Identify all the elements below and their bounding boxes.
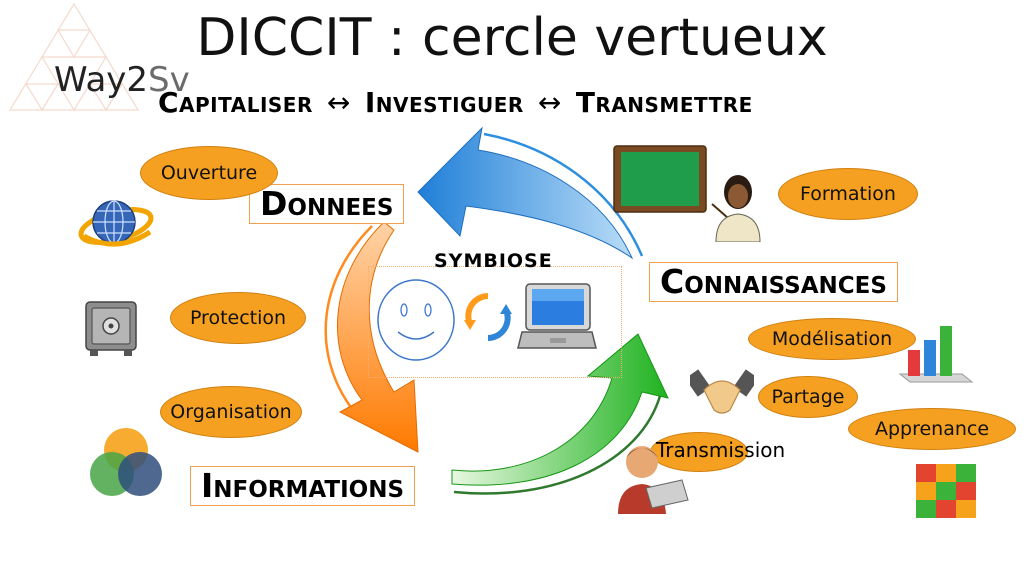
arrow-informations-to-connaissances xyxy=(451,333,669,486)
symbiose-label: SYMBIOSE xyxy=(434,250,553,272)
user-laptop-icon xyxy=(618,446,689,514)
arrow-connaissances-to-donnees xyxy=(417,126,634,260)
way2sv-logo: Way2Sv xyxy=(54,60,190,100)
subtitle-transmettre: Transmettre xyxy=(575,86,753,119)
pill-modelisation: Modélisation xyxy=(748,318,916,360)
chalkboard-icon xyxy=(613,145,707,213)
laptop-icon xyxy=(517,283,597,349)
subtitle-investiguer: Investiguer xyxy=(364,86,524,119)
pill-apprenance: Apprenance xyxy=(848,408,1016,450)
pill-protection: Protection xyxy=(170,292,306,344)
smiley-face-icon xyxy=(377,279,455,361)
pill-formation: Formation xyxy=(778,168,918,220)
subtitle-arrow-2: ↔ xyxy=(537,86,562,119)
node-informations: Informations xyxy=(190,466,416,506)
subtitle-cycle: Capitaliser ↔ Investiguer ↔ Transmettre xyxy=(158,86,753,119)
subtitle-arrow-1: ↔ xyxy=(326,86,351,119)
symbiose-box xyxy=(368,266,622,378)
pill-organisation: Organisation xyxy=(160,386,302,438)
arrow-donnees-to-informations xyxy=(336,221,419,453)
venn-diagram-icon xyxy=(90,428,162,496)
sync-cycle-icon xyxy=(464,293,512,341)
transmission-label: Transmission xyxy=(656,438,786,462)
pill-partage: Partage xyxy=(758,376,858,418)
bar-chart-icon xyxy=(898,326,974,383)
subtitle-capitaliser: Capitaliser xyxy=(158,86,313,119)
logo-part-2: Sv xyxy=(148,60,190,100)
globe-icon xyxy=(78,200,154,247)
node-connaissances: Connaissances xyxy=(649,262,898,302)
cube-blocks-icon xyxy=(916,464,976,518)
teacher-icon xyxy=(711,175,761,242)
handshake-icon xyxy=(690,369,754,414)
pill-ouverture: Ouverture xyxy=(140,146,278,200)
node-donnees: Donnees xyxy=(249,184,405,224)
logo-part-1: Way2 xyxy=(54,60,149,100)
page-title: DICCIT : cercle vertueux xyxy=(196,8,828,68)
safe-icon xyxy=(85,301,137,356)
sierpinski-logo-icon xyxy=(8,2,140,112)
